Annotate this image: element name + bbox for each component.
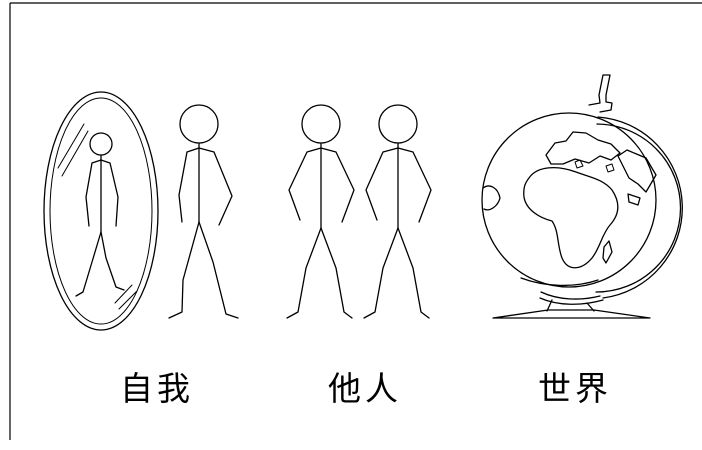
globe-icon xyxy=(481,74,683,319)
caption-self: 自我 xyxy=(120,369,194,408)
caption-world: 世界 xyxy=(538,369,612,408)
mirror-icon xyxy=(43,91,159,331)
caption-others: 他人 xyxy=(328,369,402,408)
person-other-left xyxy=(286,104,355,319)
person-other-right xyxy=(363,104,432,319)
reflection-figure xyxy=(75,132,125,297)
person-self xyxy=(168,104,239,319)
